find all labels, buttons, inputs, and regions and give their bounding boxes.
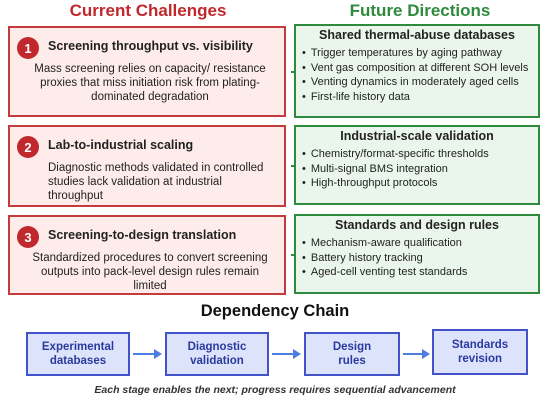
- direction-box-2: Industrial-scale validation Chemistry/fo…: [294, 125, 540, 205]
- current-challenges-header: Current Challenges: [69, 1, 227, 20]
- arrow-right-icon: [133, 349, 162, 359]
- direction-box-3: Standards and design rules Mechanism-awa…: [294, 214, 540, 294]
- stage-label-2: Diagnostic validation: [187, 341, 247, 367]
- challenge-description-1: Mass screening relies on capacity/ resis…: [34, 63, 266, 103]
- direction-box-1: Shared thermal-abuse databases Trigger t…: [294, 24, 540, 118]
- challenge-description-3: Standardized procedures to convert scree…: [32, 252, 268, 292]
- challenge-title-2: Lab-to-industrial scaling: [48, 138, 194, 152]
- arrow-right-icon: [272, 349, 301, 359]
- list-item: Multi-signal BMS integration: [302, 162, 538, 177]
- direction-title-2: Industrial-scale validation: [340, 129, 494, 143]
- list-item: Chemistry/format-specific thresholds: [302, 147, 538, 162]
- list-item: Venting dynamics in moderately aged cell…: [302, 75, 538, 90]
- future-directions-header: Future Directions: [349, 1, 491, 20]
- direction-list-1: Trigger temperatures by aging pathway Ve…: [296, 46, 538, 104]
- challenge-box-3: 3 Screening-to-design translation Standa…: [8, 215, 286, 295]
- challenge-number-3: 3: [17, 226, 39, 248]
- challenge-box-2: 2 Lab-to-industrial scaling Diagnostic m…: [8, 125, 286, 207]
- list-item: Vent gas composition at different SOH le…: [302, 61, 538, 76]
- challenge-number-1: 1: [17, 37, 39, 59]
- list-item: Trigger temperatures by aging pathway: [302, 46, 538, 61]
- list-item: Mechanism-aware qualification: [302, 236, 538, 251]
- challenge-description-2: Diagnostic methods validated in controll…: [48, 162, 264, 202]
- arrow-right-icon: [403, 349, 430, 359]
- stage-box-3: Design rules: [304, 332, 400, 376]
- challenge-title-1: Screening throughput vs. visibility: [48, 39, 253, 53]
- dependency-chain-title: Dependency Chain: [200, 302, 350, 320]
- direction-list-2: Chemistry/format-specific thresholds Mul…: [296, 147, 538, 191]
- list-item: High-throughput protocols: [302, 176, 538, 191]
- direction-title-3: Standards and design rules: [335, 218, 499, 232]
- list-item: Aged-cell venting test standards: [302, 265, 538, 280]
- dependency-footnote: Each stage enables the next; progress re…: [94, 384, 456, 396]
- stage-box-4: Standards revision: [432, 329, 528, 375]
- challenge-number-2: 2: [17, 136, 39, 158]
- challenge-box-1: 1 Screening throughput vs. visibility Ma…: [8, 26, 286, 117]
- challenge-title-3: Screening-to-design translation: [48, 228, 237, 242]
- list-item: Battery history tracking: [302, 251, 538, 266]
- stage-box-2: Diagnostic validation: [165, 332, 269, 376]
- stage-label-3: Design rules: [332, 341, 372, 367]
- stage-label-1: Experimental databases: [41, 341, 115, 367]
- direction-title-1: Shared thermal-abuse databases: [319, 28, 515, 42]
- stage-label-4: Standards revision: [451, 339, 509, 365]
- stage-box-1: Experimental databases: [26, 332, 130, 376]
- list-item: First-life history data: [302, 90, 538, 105]
- direction-list-3: Mechanism-aware qualification Battery hi…: [296, 236, 538, 280]
